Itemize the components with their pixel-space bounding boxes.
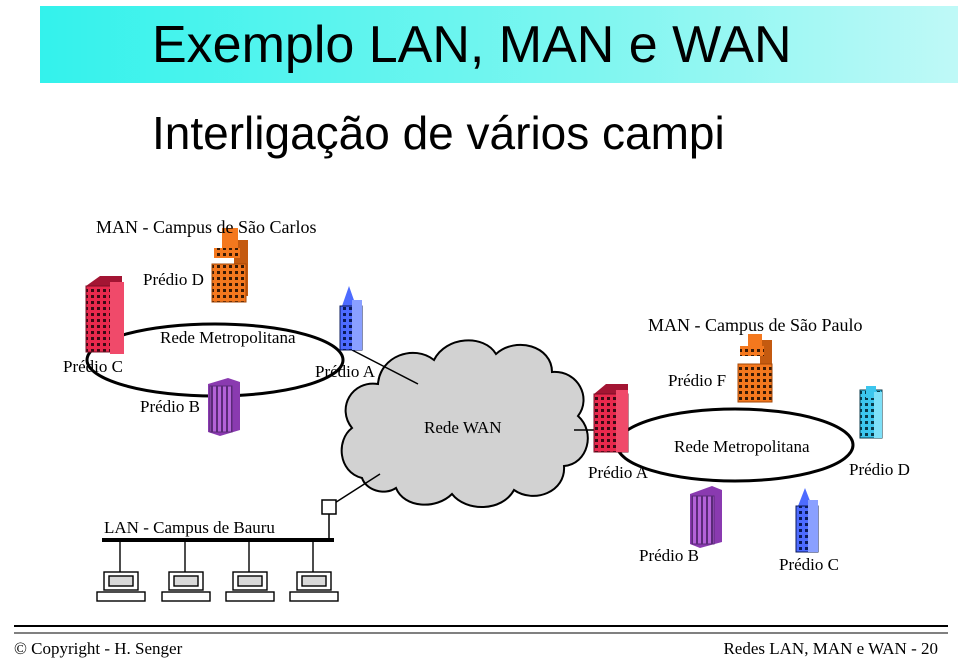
- label-sp-predio-b: Prédio B: [639, 546, 699, 565]
- terminal-3: [225, 540, 275, 602]
- label-sc-predio-d: Prédio D: [143, 270, 204, 289]
- label-sp-predio-d: Prédio D: [849, 460, 910, 479]
- building-sc-predio-d-icon: [211, 228, 248, 303]
- wan-cloud: [340, 339, 589, 508]
- label-sp-predio-f: Prédio F: [668, 371, 726, 390]
- label-lan-bauru: LAN - Campus de Bauru: [104, 518, 275, 537]
- label-man-sao-paulo: MAN - Campus de São Paulo: [648, 315, 863, 335]
- terminals: [96, 540, 339, 602]
- label-man-sao-carlos: MAN - Campus de São Carlos: [96, 217, 316, 237]
- slide-subtitle: Interligação de vários campi: [152, 107, 725, 159]
- link-wan-to-bauru: [329, 473, 381, 507]
- label-sc-predio-c: Prédio C: [63, 357, 123, 376]
- building-sp-predio-b-icon: [690, 486, 722, 548]
- building-sp-predio-a-icon: [593, 384, 629, 453]
- label-sp-rede-metro: Rede Metropolitana: [674, 437, 810, 456]
- terminal-2: [161, 540, 211, 602]
- link-sc-predio-a-to-wan: [351, 349, 419, 385]
- terminal-1: [96, 540, 146, 602]
- footer-copyright: © Copyright - H. Senger: [14, 639, 183, 658]
- label-sc-predio-a: Prédio A: [315, 362, 376, 381]
- building-sp-predio-f-icon: [737, 334, 773, 403]
- building-sc-predio-a-icon: [339, 286, 363, 351]
- terminal-4: [289, 540, 339, 602]
- building-sp-predio-d-icon: [859, 386, 883, 439]
- label-sc-predio-b: Prédio B: [140, 397, 200, 416]
- slide-title: Exemplo LAN, MAN e WAN: [152, 16, 792, 74]
- building-sc-predio-c-icon: [85, 276, 124, 354]
- label-rede-wan: Rede WAN: [424, 418, 502, 437]
- footer-slide-info: Redes LAN, MAN e WAN - 20: [723, 639, 938, 658]
- router-box: [321, 499, 337, 515]
- title-band: [40, 6, 958, 83]
- label-sc-rede-metro: Rede Metropolitana: [160, 328, 296, 347]
- label-sp-predio-c: Prédio C: [779, 555, 839, 574]
- building-sp-predio-c-icon: [795, 488, 819, 553]
- building-sc-predio-b-icon: [208, 378, 240, 436]
- label-sp-predio-a: Prédio A: [588, 463, 649, 482]
